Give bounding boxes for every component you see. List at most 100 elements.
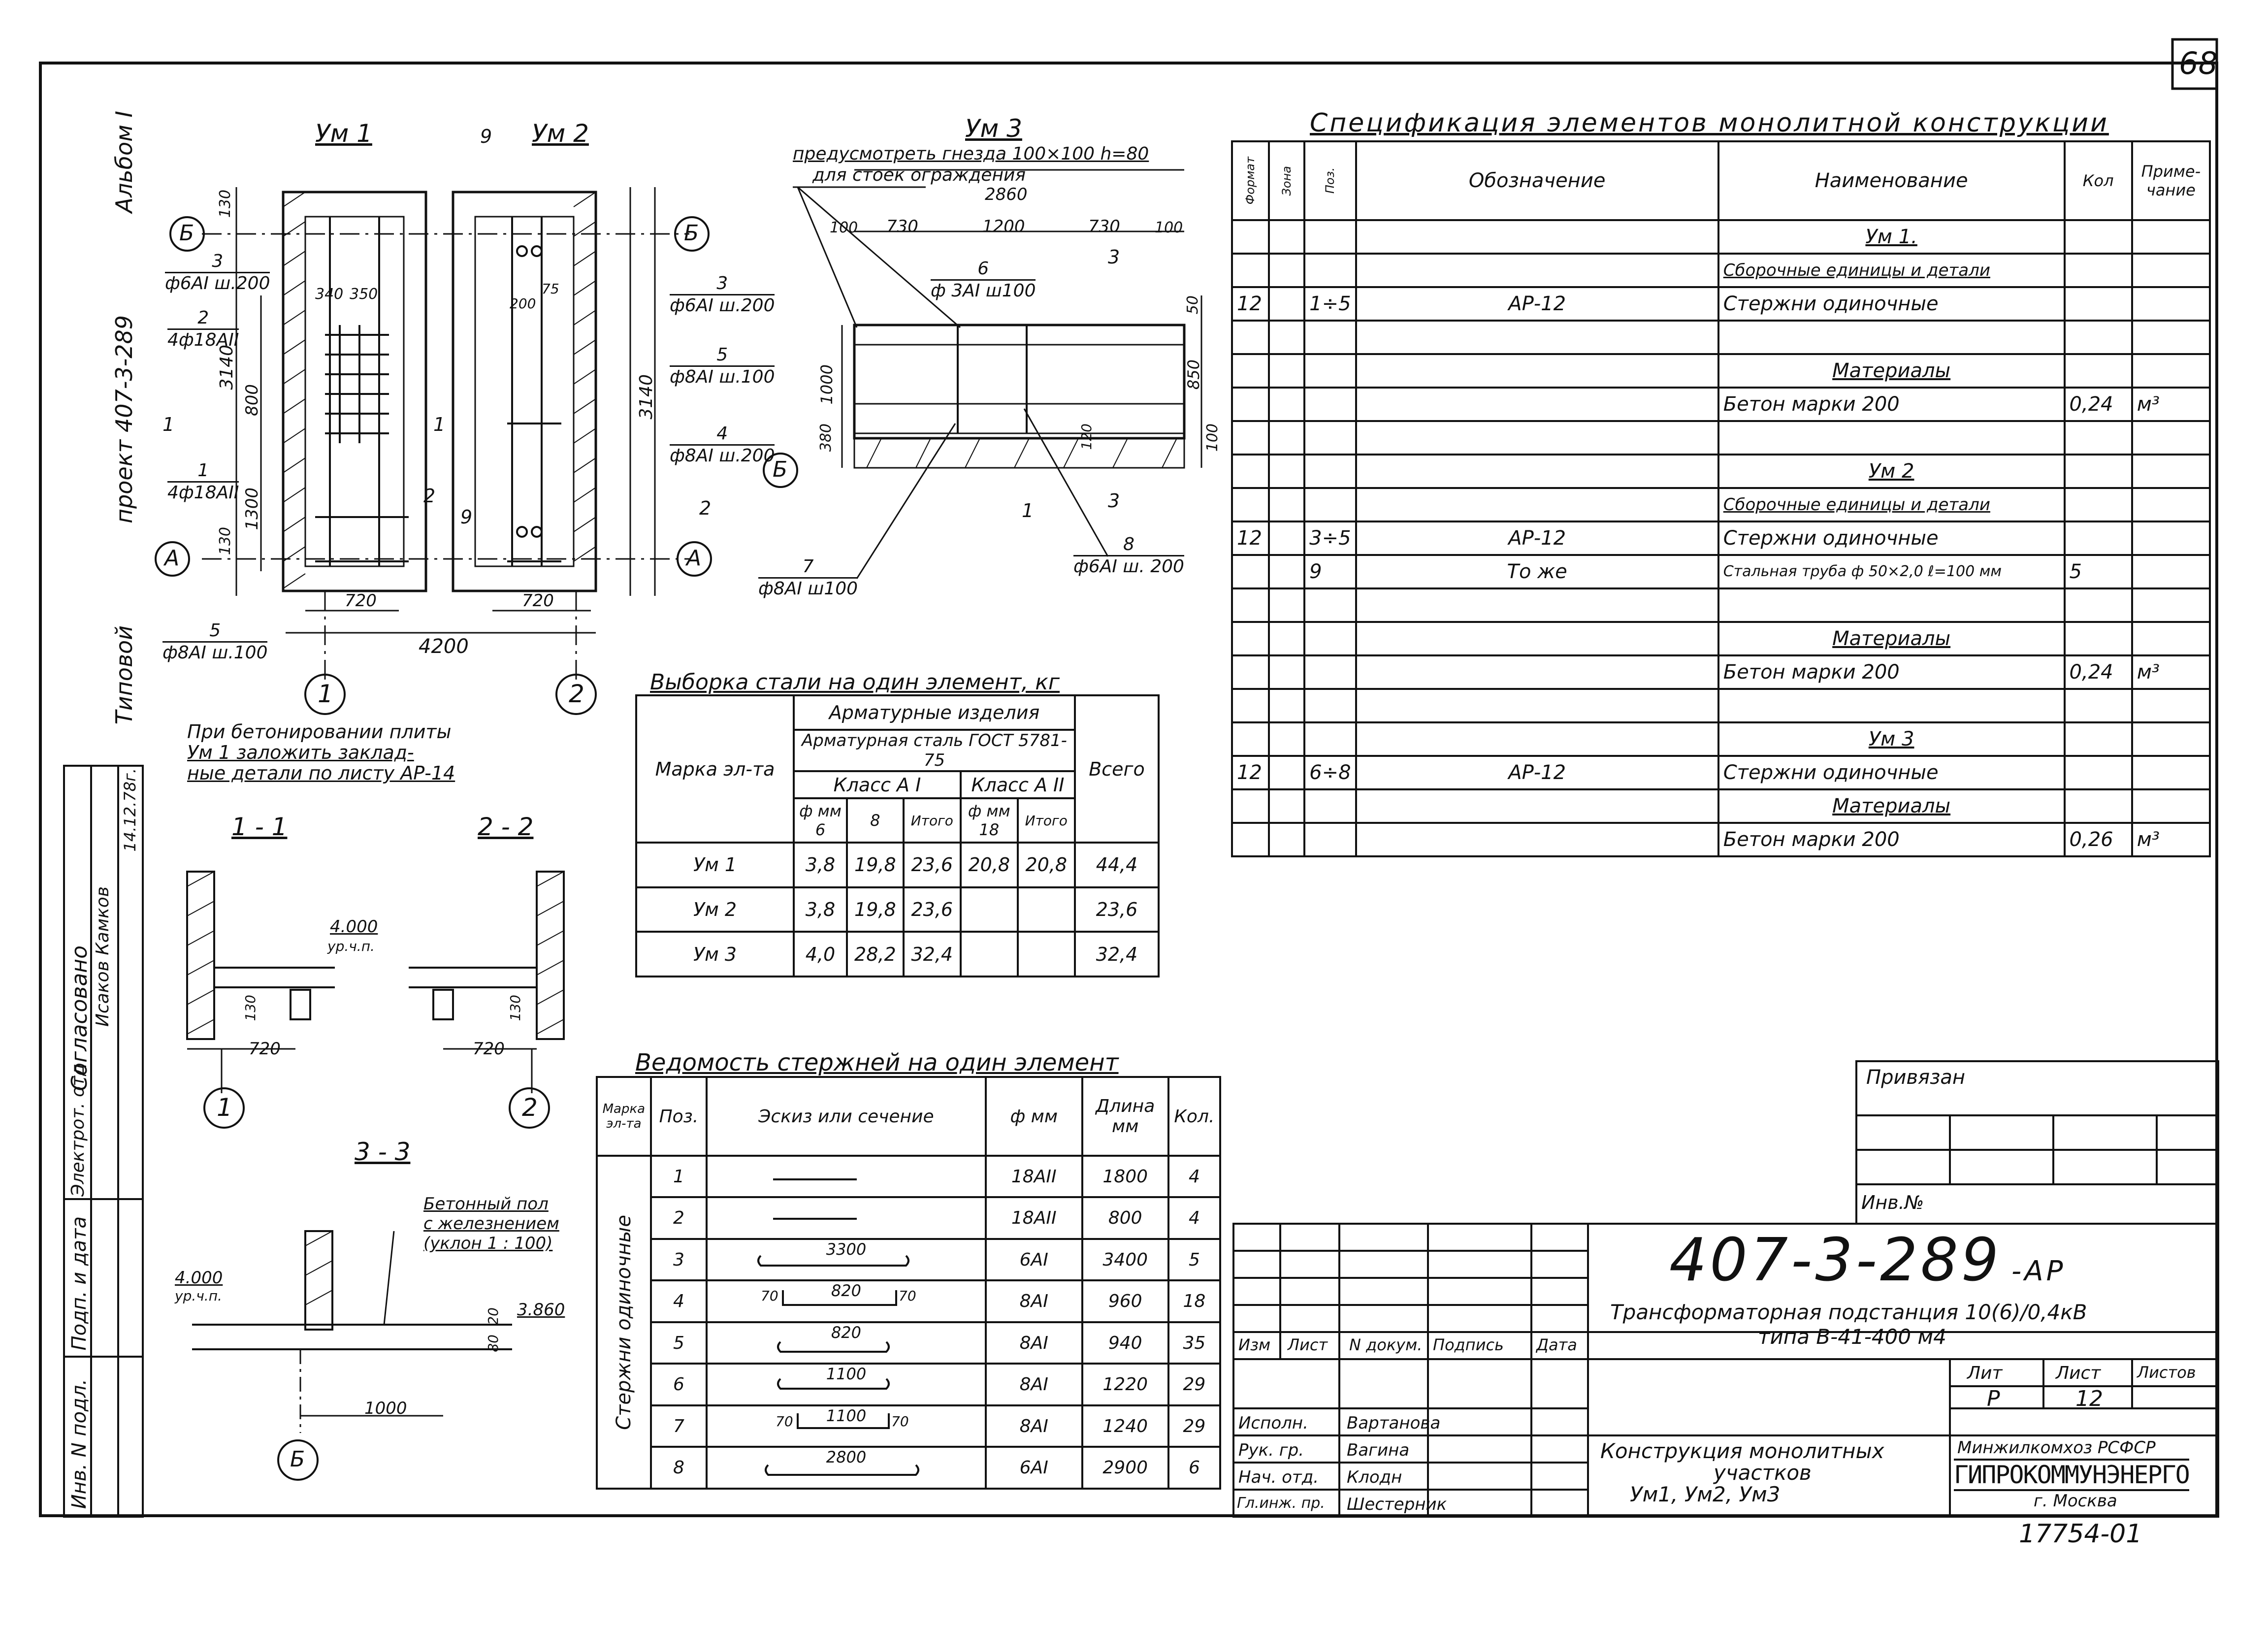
- spec-cell-fmt: [1231, 353, 1270, 389]
- spec-cell-zone: [1267, 253, 1306, 288]
- title-um3: Ум 3: [965, 114, 1022, 143]
- sections-11-22: [186, 871, 565, 1093]
- spec-cell-fmt: [1231, 554, 1270, 589]
- spec-cell-pos: 1÷5: [1303, 286, 1357, 322]
- um3-dim-730-l: 730: [886, 217, 918, 236]
- h-sheets: Листов: [2137, 1363, 2196, 1382]
- hook-70-7a: 70: [776, 1413, 793, 1430]
- sec33-dim-1000: 1000: [364, 1399, 407, 1418]
- um3-callout-1: 1: [1022, 500, 1034, 521]
- spec-cell-pos: [1303, 487, 1357, 522]
- spec-row: [1231, 587, 2211, 623]
- section-mark-2: 2: [423, 485, 436, 507]
- spec-cell-desig: [1355, 654, 1719, 690]
- spec-cell-qty: [2063, 454, 2133, 489]
- spec-cell-fmt: [1231, 788, 1270, 824]
- spec-cell-fmt: [1231, 219, 1270, 255]
- spec-cell-name: Стержни одиночные: [1717, 286, 2066, 322]
- dim-1300: 1300: [242, 488, 262, 530]
- bars-table: Марка эл-та Поз. Эскиз или сечение ф мм …: [596, 1076, 1222, 1490]
- um1-um2-plan: [202, 187, 689, 684]
- spec-cell-desig: [1355, 487, 1719, 522]
- spec-cell-qty: [2063, 688, 2133, 723]
- person-name-1: Вагина: [1347, 1440, 1410, 1460]
- sec22-dim-720: 720: [473, 1039, 505, 1059]
- spec-cell-desig: [1355, 387, 1719, 422]
- spec-cell-zone: [1267, 688, 1306, 723]
- spec-cell-pos: [1303, 688, 1357, 723]
- spec-cell-fmt: 12: [1231, 755, 1270, 790]
- title-sec33: 3 - 3: [355, 1138, 411, 1166]
- spec-cell-pos: 3÷5: [1303, 521, 1357, 556]
- spec-row: Материалы: [1231, 621, 2211, 656]
- steel-h-class2: Класс А II: [960, 770, 1076, 799]
- spec-cell-pos: [1303, 788, 1357, 824]
- spec-cell-desig: [1355, 688, 1719, 723]
- spec-cell-name: Бетон марки 200: [1717, 654, 2066, 690]
- side-stamp-dept: Электрот. отд: [68, 1064, 88, 1197]
- axis-b-um3: Б: [773, 457, 788, 482]
- spec-cell-fmt: [1231, 454, 1270, 489]
- axis-2: 2: [569, 680, 584, 708]
- spec-cell-fmt: [1231, 253, 1270, 288]
- sec11-upch: ур.ч.п.: [327, 938, 375, 954]
- spec-h-zone: Зона: [1267, 140, 1306, 221]
- privyazan-label: Привязан: [1866, 1066, 1966, 1089]
- um3-dim-1200: 1200: [982, 217, 1025, 236]
- dim-130-bot: 130: [217, 527, 234, 555]
- hook-70-4a: 70: [761, 1288, 778, 1304]
- um3-dim-100-v: 100: [1204, 423, 1221, 452]
- um3-dim-50: 50: [1184, 295, 1201, 315]
- side-stamp: [63, 765, 144, 1518]
- bars-h-qty: Кол.: [1167, 1076, 1222, 1157]
- axis-1-sec: 1: [217, 1093, 232, 1122]
- spec-cell-qty: [2063, 353, 2133, 389]
- section-33: [192, 1230, 512, 1433]
- spec-cell-pos: [1303, 353, 1357, 389]
- section-mark-1-left: 1: [162, 414, 175, 435]
- dim-800: 800: [242, 384, 262, 416]
- person-name-3: Шестерник: [1347, 1495, 1447, 1514]
- sec33-lvl-4000: 4.000: [175, 1268, 223, 1288]
- steel-h-mark: Марка эл-та: [635, 694, 795, 844]
- spec-cell-qty: [2063, 788, 2133, 824]
- spec-cell-qty: [2063, 755, 2133, 790]
- spec-cell-pos: 9: [1303, 554, 1357, 589]
- subject-1: Трансформаторная подстанция 10(6)/0,4кВ: [1610, 1300, 2087, 1324]
- spec-cell-note: [2131, 353, 2211, 389]
- spec-cell-fmt: [1231, 420, 1270, 456]
- project-label: проект 407-3-289: [111, 315, 137, 523]
- org-3: г. Москва: [2034, 1491, 2117, 1511]
- spec-cell-desig: [1355, 420, 1719, 456]
- spec-h-desig: Обозначение: [1355, 140, 1719, 221]
- spec-cell-desig: [1355, 353, 1719, 389]
- subject-2: типа В-41-400 м4: [1758, 1325, 1946, 1349]
- spec-cell-fmt: [1231, 654, 1270, 690]
- spec-row: [1231, 688, 2211, 723]
- spec-cell-name: Стержни одиночные: [1717, 521, 2066, 556]
- spec-cell-qty: [2063, 521, 2133, 556]
- spec-cell-pos: [1303, 320, 1357, 355]
- spec-cell-qty: [2063, 219, 2133, 255]
- spec-row: [1231, 420, 2211, 456]
- um3-dim-120: 120: [1078, 423, 1095, 450]
- axis-1: 1: [318, 680, 333, 708]
- spec-cell-zone: [1267, 420, 1306, 456]
- spec-cell-qty: 0,24: [2063, 654, 2133, 690]
- spec-cell-note: [2131, 219, 2211, 255]
- h-list: Лист: [1288, 1335, 1328, 1354]
- spec-cell-note: [2131, 788, 2211, 824]
- spec-cell-qty: [2063, 721, 2133, 757]
- spec-cell-note: [2131, 454, 2211, 489]
- spec-cell-desig: АР-12: [1355, 286, 1719, 322]
- spec-cell-zone: [1267, 521, 1306, 556]
- axis-bubble-b-um3: [763, 453, 798, 488]
